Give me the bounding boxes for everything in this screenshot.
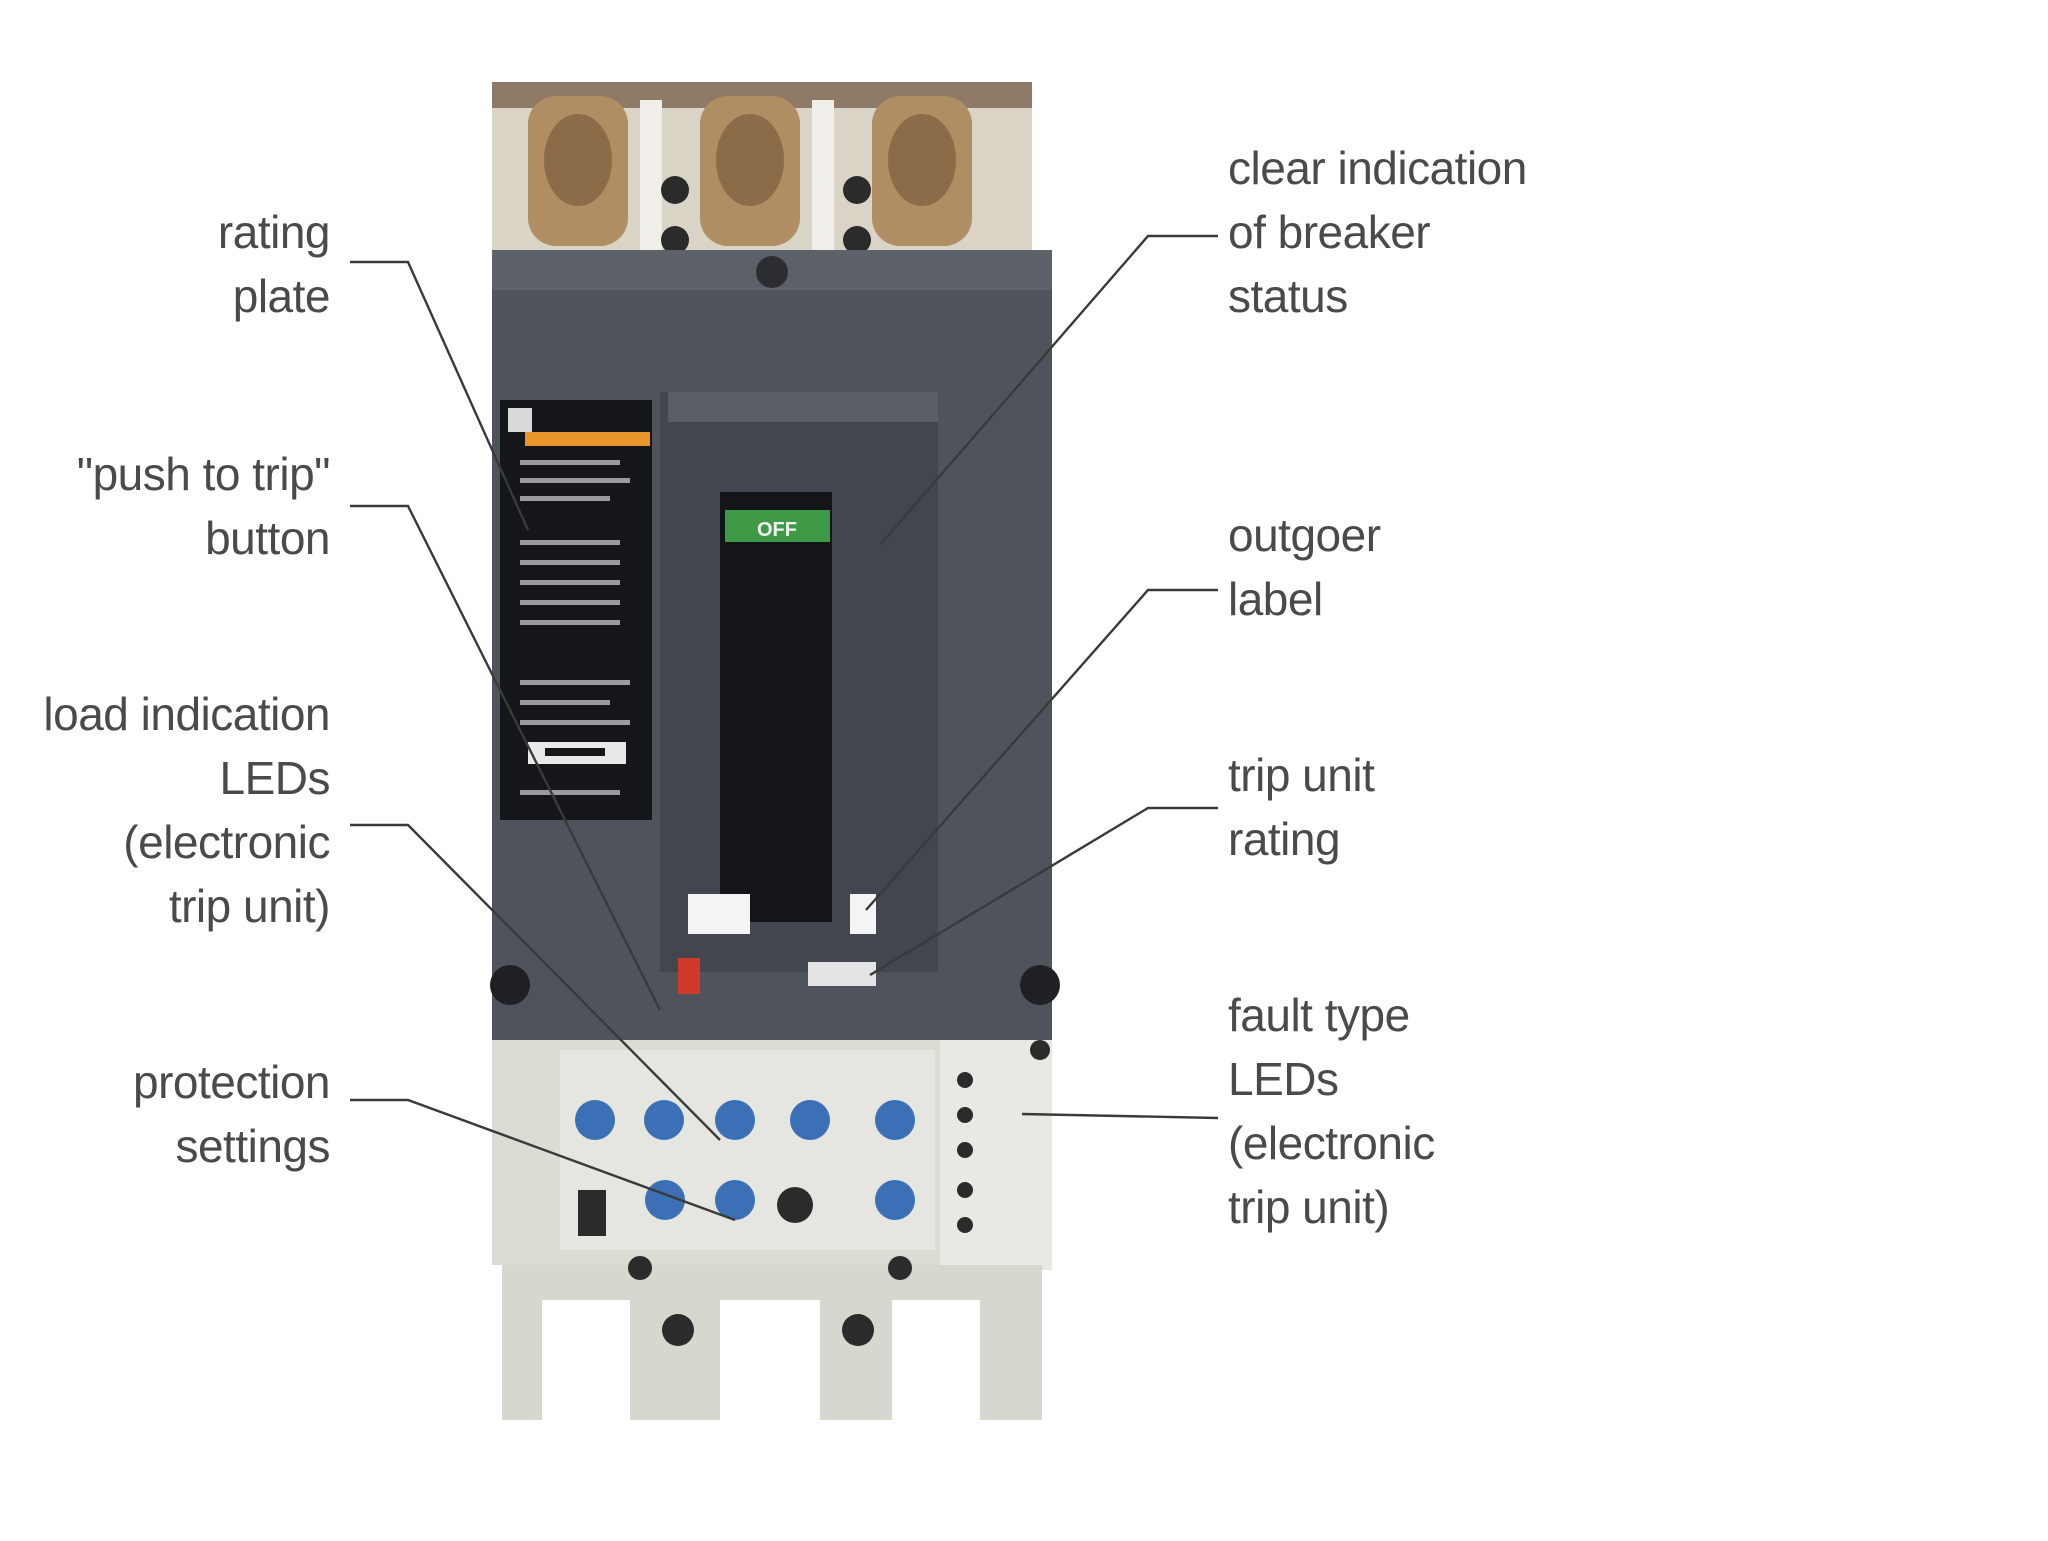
- label-rating-plate: rating plate: [217, 206, 331, 322]
- push-to-trip-button: [678, 958, 700, 994]
- handle-escutcheon: OFF: [660, 392, 938, 994]
- label-trip-unit-rating: trip unit rating: [1228, 749, 1375, 865]
- label-outgoer-label: outgoer label: [1228, 509, 1381, 625]
- outgoer-label-plate: [688, 894, 750, 934]
- label-load-indication-leds: load indication LEDs (electronic trip un…: [43, 688, 330, 932]
- leader-trip-unit-rating: [869, 806, 1218, 977]
- leader-push-to-trip: [350, 504, 662, 1011]
- trip-unit: [492, 1040, 1052, 1270]
- leader-protection-settings: [350, 1098, 736, 1222]
- leader-lines: [350, 234, 1219, 1222]
- leader-rating-plate: [350, 260, 530, 531]
- status-window: [725, 510, 830, 542]
- rating-plate: [500, 400, 652, 820]
- label-breaker-status: clear indication of breaker status: [1228, 142, 1527, 322]
- leader-fault-leds: [1021, 1112, 1219, 1120]
- leader-load-leds: [350, 823, 721, 1141]
- label-protection-settings: protection settings: [132, 1056, 331, 1172]
- leader-outgoer-label: [865, 588, 1218, 911]
- bottom-terminals: [502, 1256, 1042, 1420]
- top-terminals: [492, 82, 1032, 270]
- leader-breaker-status: [879, 234, 1218, 546]
- trip-unit-rating-plate: [808, 962, 876, 986]
- label-fault-type-leds: fault type LEDs (electronic trip unit): [1228, 989, 1435, 1233]
- label-push-to-trip: "push to trip" button: [76, 448, 331, 564]
- status-window-text: OFF: [757, 519, 797, 541]
